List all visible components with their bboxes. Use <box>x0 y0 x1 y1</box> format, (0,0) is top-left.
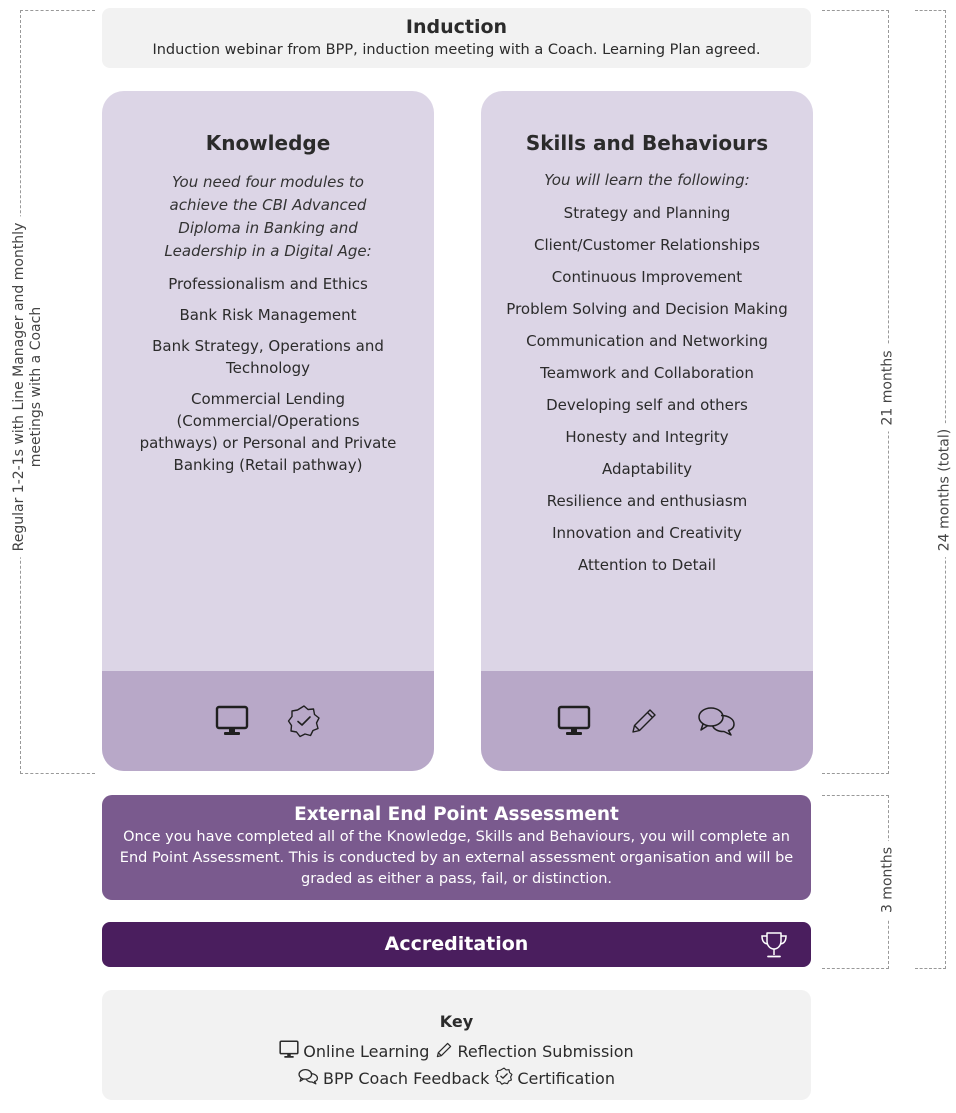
key-reflection-submission-label: Reflection Submission <box>457 1042 634 1061</box>
key-item-certification: Certification <box>495 1067 615 1089</box>
knowledge-module: Bank Risk Management <box>179 306 357 324</box>
left-side-label: Regular 1-2-1s with Line Manager and mon… <box>11 216 45 558</box>
knowledge-module-list: Professionalism and Ethics Bank Risk Man… <box>138 273 398 476</box>
pencil-icon <box>435 1041 453 1063</box>
key-certification-label: Certification <box>517 1068 615 1088</box>
monitor-icon <box>215 705 249 737</box>
key-item-coach-feedback: BPP Coach Feedback <box>298 1068 489 1089</box>
skills-title: Skills and Behaviours <box>525 131 769 155</box>
speech-bubbles-icon <box>298 1068 319 1089</box>
epa-title: External End Point Assessment <box>294 804 619 825</box>
skills-card: Skills and Behaviours You will learn the… <box>481 91 813 771</box>
knowledge-icon-band <box>102 671 434 771</box>
key-line-1: Online Learning Reflection Submission <box>102 1040 811 1063</box>
accreditation-title: Accreditation <box>384 933 529 955</box>
key-line-2: BPP Coach Feedback Certification <box>102 1067 811 1089</box>
skills-item: Client/Customer Relationships <box>533 236 760 254</box>
knowledge-module: Bank Strategy, Operations and Technology <box>152 337 384 377</box>
label-24-months: 24 months (total) <box>936 422 954 558</box>
skills-intro: You will learn the following: <box>544 171 750 189</box>
monitor-icon <box>557 705 591 737</box>
label-3-months: 3 months <box>879 840 897 920</box>
skills-list: Strategy and Planning Client/Customer Re… <box>497 202 797 576</box>
skills-item: Adaptability <box>601 460 693 478</box>
key-online-learning-label: Online Learning <box>303 1042 430 1061</box>
end-point-assessment-box: External End Point Assessment Once you h… <box>102 795 811 900</box>
certification-badge-icon <box>287 704 321 738</box>
skills-item: Resilience and enthusiasm <box>546 492 748 510</box>
knowledge-intro: You need four modules to achieve the CBI… <box>164 173 372 260</box>
left-side-label-line2: meetings with a Coach <box>28 306 44 468</box>
skills-item: Honesty and Integrity <box>565 428 729 446</box>
key-coach-feedback-label: BPP Coach Feedback <box>323 1068 490 1088</box>
knowledge-module: Commercial Lending (Commercial/Operation… <box>139 390 397 474</box>
key-item-online-learning: Online Learning <box>279 1040 429 1063</box>
skills-item: Teamwork and Collaboration <box>540 364 754 382</box>
skills-item: Attention to Detail <box>577 556 716 574</box>
certification-badge-icon <box>495 1067 513 1089</box>
trophy-icon <box>759 930 789 964</box>
skills-icon-band <box>481 671 813 771</box>
key-item-reflection-submission: Reflection Submission <box>435 1041 634 1063</box>
skills-item: Strategy and Planning <box>563 204 731 222</box>
accreditation-box: Accreditation <box>102 922 811 967</box>
induction-box: Induction Induction webinar from BPP, in… <box>102 8 811 68</box>
skills-item: Problem Solving and Decision Making <box>506 300 788 318</box>
skills-item: Developing self and others <box>546 396 748 414</box>
key-title: Key <box>439 1012 474 1031</box>
pencil-icon <box>629 706 659 736</box>
left-side-label-line1: Regular 1-2-1s with Line Manager and mon… <box>11 222 27 552</box>
skills-item: Innovation and Creativity <box>552 524 742 542</box>
knowledge-card: Knowledge You need four modules to achie… <box>102 91 434 771</box>
skills-item: Communication and Networking <box>526 332 768 350</box>
epa-description: Once you have completed all of the Knowl… <box>119 829 794 887</box>
knowledge-title: Knowledge <box>205 131 331 155</box>
key-box: Key Online Learning Reflection Submissio… <box>102 990 811 1100</box>
induction-title: Induction <box>405 16 508 38</box>
speech-bubbles-icon <box>697 705 737 737</box>
knowledge-module: Professionalism and Ethics <box>168 275 368 293</box>
monitor-icon <box>279 1040 299 1063</box>
label-21-months: 21 months <box>879 344 897 432</box>
induction-description: Induction webinar from BPP, induction me… <box>152 42 761 58</box>
skills-item: Continuous Improvement <box>551 268 743 286</box>
